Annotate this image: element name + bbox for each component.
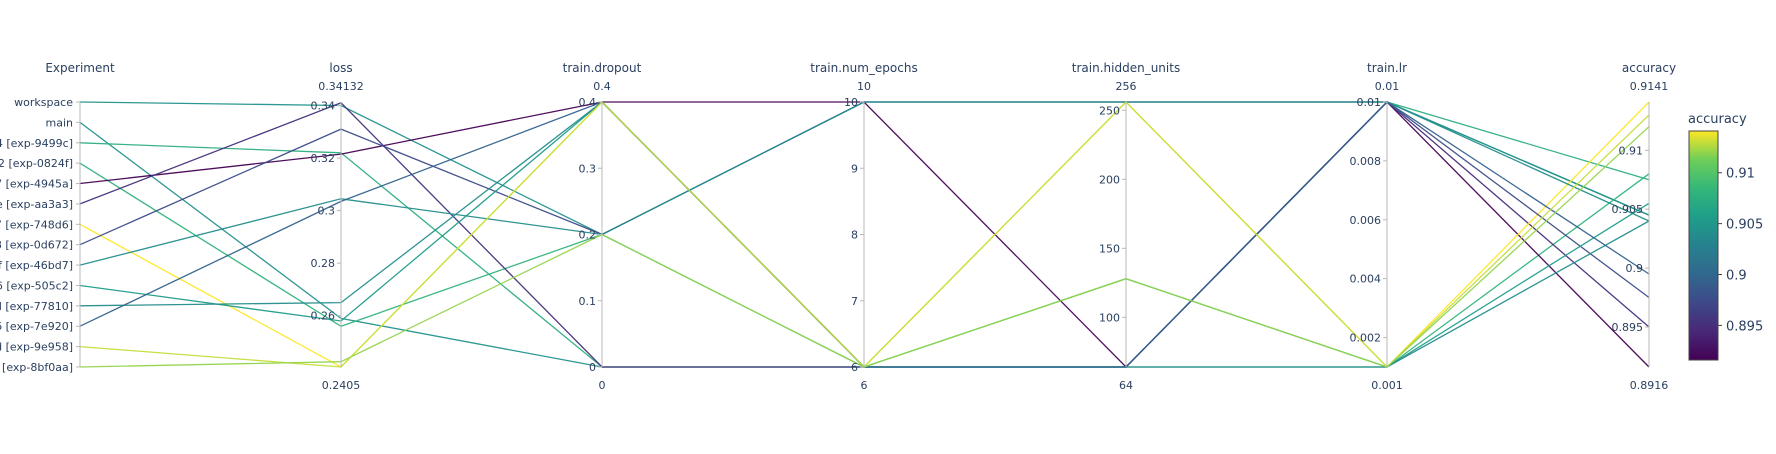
axis-tick-label: 0.28 bbox=[311, 257, 336, 270]
colorbar: accuracy 0.895 0.9 0.905 0.91 bbox=[1688, 112, 1763, 361]
axis-range-max-label: 0.01 bbox=[1375, 80, 1400, 93]
axis-tick-label: 7 bbox=[851, 295, 858, 308]
axis-tick-label: 0.2 bbox=[579, 229, 597, 242]
axis-tick-label: 200 bbox=[1099, 173, 1120, 186]
axis-title: train.dropout bbox=[563, 61, 642, 75]
axis-tick-label: 100 bbox=[1099, 311, 1120, 324]
axis-tick-label: 0.1 bbox=[579, 295, 597, 308]
axis-tick-label: 0.26 bbox=[311, 310, 336, 323]
axis-range-min-label: 6 bbox=[861, 379, 868, 392]
axis-tick-label: 250 bbox=[1099, 104, 1120, 117]
category-label: 6 [exp-7e920] bbox=[0, 320, 73, 333]
axis-range-min-label: 0.001 bbox=[1371, 379, 1403, 392]
category-label: 4 [exp-9499c] bbox=[0, 137, 73, 150]
axes-layer: Experiment workspace main 4 [exp-9499c] 72 [… bbox=[0, 61, 1676, 392]
axis-range-min-label: 0.8916 bbox=[1630, 379, 1669, 392]
axis-tick-label: 0.006 bbox=[1350, 214, 1382, 227]
axis-range-max-label: 0.34132 bbox=[318, 80, 364, 93]
axis-range-max-label: 0.9141 bbox=[1630, 80, 1669, 93]
category-label: ne [exp-aa3a3] bbox=[0, 198, 73, 211]
axis-tick-label: 150 bbox=[1099, 242, 1120, 255]
category-label: 6 [exp-505c2] bbox=[0, 279, 73, 292]
axis-range-min-label: 64 bbox=[1119, 379, 1133, 392]
category-label: 7 [exp-748d6] bbox=[0, 218, 73, 231]
category-label: 8 [exp-0d672] bbox=[0, 239, 73, 252]
colorbar-tick-label: 0.91 bbox=[1726, 167, 1755, 182]
axis-tick-label: 0.4 bbox=[579, 96, 597, 109]
axis-tick-label: 8 bbox=[851, 229, 858, 242]
axis-range-max-label: 256 bbox=[1116, 80, 1137, 93]
axis-tick-label: 10 bbox=[844, 96, 858, 109]
category-label: 34 [exp-8bf0aa] bbox=[0, 361, 73, 374]
axis-tick-label: 0.34 bbox=[311, 99, 336, 112]
colorbar-tick-label: 0.895 bbox=[1726, 319, 1763, 334]
axis-tick-label: 0.004 bbox=[1350, 273, 1382, 286]
axis-tick-label: 9 bbox=[851, 162, 858, 175]
axis-title: loss bbox=[329, 61, 352, 75]
axis-tick-label: 0.008 bbox=[1350, 155, 1382, 168]
axis-tick-label: 0.895 bbox=[1612, 321, 1644, 334]
axis-tick-label: 0.91 bbox=[1619, 144, 1644, 157]
colorbar-title: accuracy bbox=[1688, 112, 1747, 127]
axis-tick-label: 0.32 bbox=[311, 152, 336, 165]
axis-title: train.num_epochs bbox=[810, 61, 917, 75]
axis-tick-label: 0 bbox=[589, 361, 596, 374]
category-label: workspace bbox=[14, 96, 73, 109]
category-label: main bbox=[46, 116, 74, 129]
colorbar-gradient bbox=[1688, 130, 1719, 361]
colorbar-tick-label: 0.905 bbox=[1726, 218, 1763, 233]
category-label: d [exp-77810] bbox=[0, 300, 73, 313]
axis-tick-label: 6 bbox=[851, 361, 858, 374]
axis-title: train.hidden_units bbox=[1072, 61, 1180, 75]
axis-title: accuracy bbox=[1622, 61, 1676, 75]
axis-range-max-label: 0.4 bbox=[593, 80, 611, 93]
axis-tick-label: 0.3 bbox=[318, 205, 336, 218]
axis-tick-label: 0.9 bbox=[1626, 262, 1644, 275]
axis-title: train.lr bbox=[1367, 61, 1407, 75]
axis-range-min-label: 0.2405 bbox=[322, 379, 361, 392]
axis-range-max-label: 10 bbox=[857, 80, 871, 93]
axis-title: Experiment bbox=[45, 61, 115, 75]
axis-range-min-label: 0 bbox=[599, 379, 606, 392]
category-label: 72 [exp-0824f] bbox=[0, 157, 73, 170]
axis-tick-label: 0.3 bbox=[579, 162, 597, 175]
axis-tick-label: 0.01 bbox=[1357, 96, 1382, 109]
category-label: 7 [exp-4945a] bbox=[0, 178, 73, 191]
category-label: d [exp-9e958] bbox=[0, 341, 73, 354]
axis-tick-label: 0.002 bbox=[1350, 332, 1382, 345]
category-label: of [exp-46bd7] bbox=[0, 259, 73, 272]
axis-tick-label: 0.905 bbox=[1612, 203, 1644, 216]
colorbar-tick-label: 0.9 bbox=[1726, 269, 1747, 284]
